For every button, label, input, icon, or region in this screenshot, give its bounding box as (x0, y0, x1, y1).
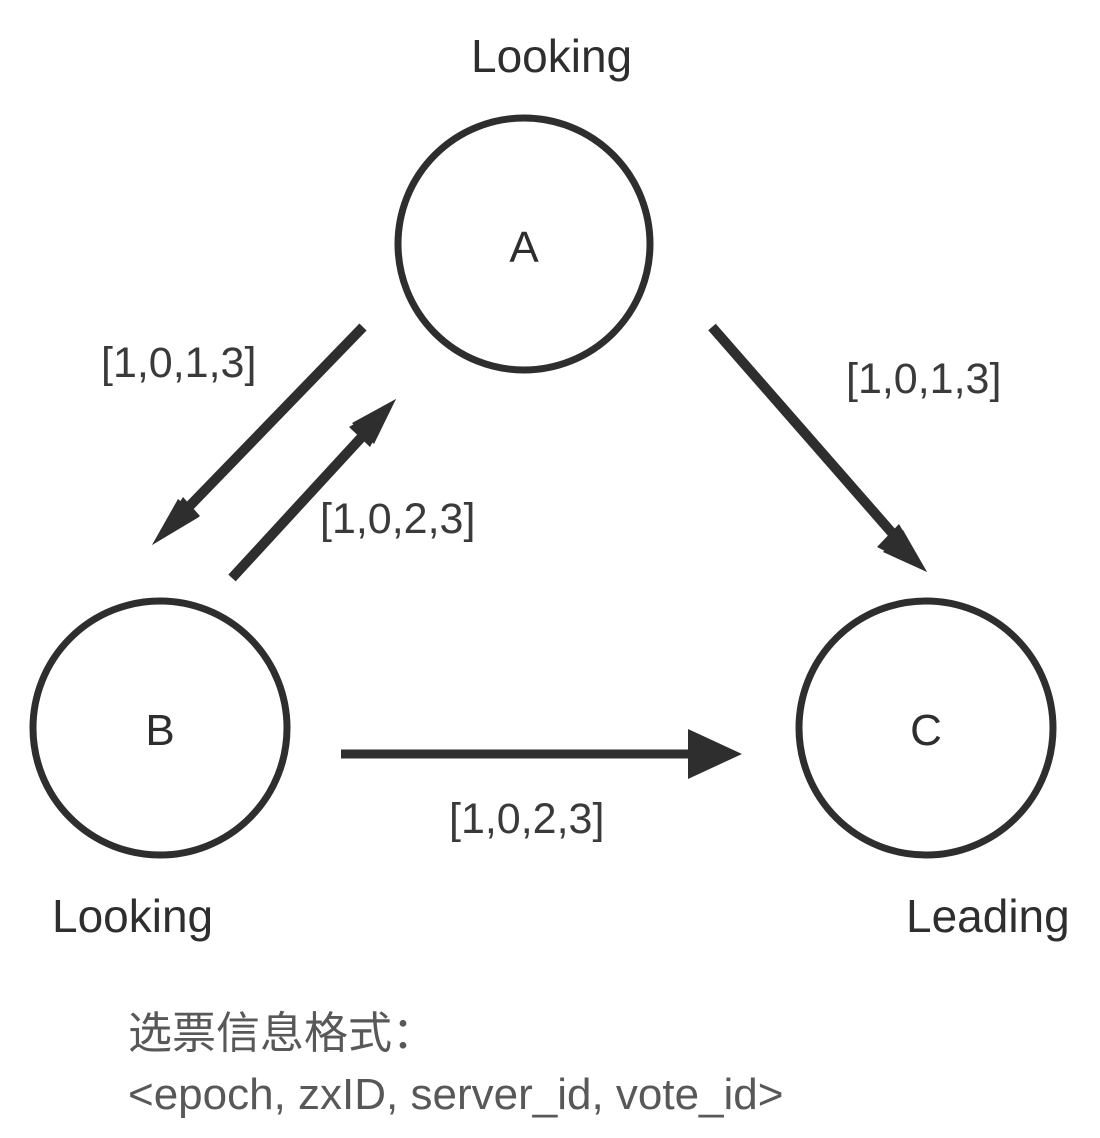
node-label-c: C (910, 706, 942, 755)
edge-arrow-a-to-b[interactable] (152, 323, 367, 545)
edge-arrow-b-to-c[interactable] (341, 729, 742, 779)
caption-line-1: 选票信息格式： (128, 1009, 436, 1058)
node-label-a: A (509, 223, 539, 272)
edge-label-b-to-a: [1,0,2,3] (320, 495, 476, 543)
state-label-c: Leading (906, 890, 1070, 942)
node-circle-a[interactable] (394, 114, 654, 374)
state-label-a: Looking (471, 30, 633, 82)
node-circle-c[interactable] (795, 597, 1057, 859)
edge-arrow-a-to-c[interactable] (708, 323, 927, 572)
state-label-b: Looking (52, 890, 214, 942)
edge-label-a-to-b: [1,0,1,3] (101, 339, 257, 387)
edge-arrow-b-to-a[interactable] (228, 399, 396, 582)
edge-label-a-to-c: [1,0,1,3] (846, 355, 1002, 403)
node-circle-b[interactable] (29, 597, 291, 859)
edge-label-b-to-c: [1,0,2,3] (449, 795, 605, 843)
node-label-b: B (145, 706, 175, 755)
caption-line-2: <epoch, zxID, server_id, vote_id> (128, 1070, 784, 1119)
